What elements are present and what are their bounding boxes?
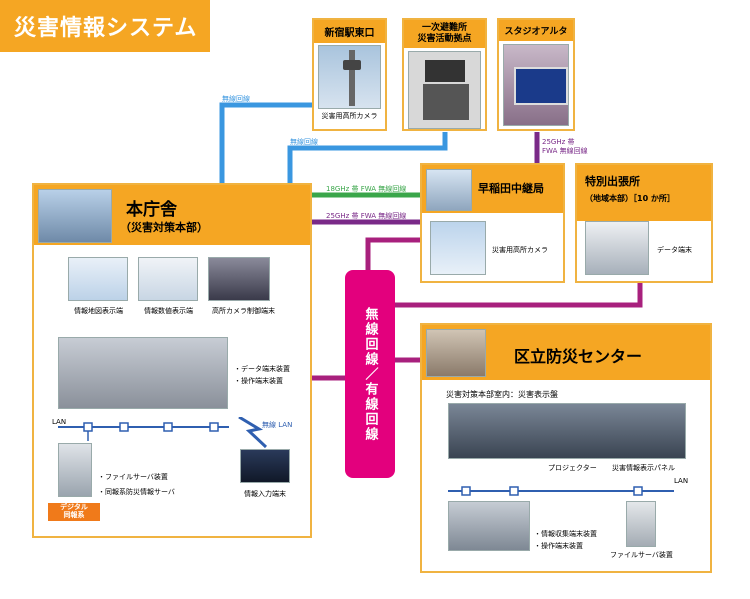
fwa25-label: 25GHz 帯 FWA 無線回線 [326, 212, 407, 220]
fwa18-label: 18GHz 帯 FWA 無線回線 [326, 185, 407, 193]
branch-caption: データ端末 [657, 246, 692, 254]
studio-title: スタジオアルタ [499, 20, 573, 41]
console-note-2: ・操作端末装置 [234, 377, 283, 385]
fwa25b-label: 25GHz 帯 FWA 無線回線 [542, 138, 588, 155]
center-caption-1: プロジェクター [548, 464, 597, 472]
hq-caption-2: 情報数値表示端 [144, 307, 193, 315]
branch-title: 特別出張所 [585, 175, 640, 188]
center-server-caption: ファイルサーバ装置 [610, 551, 673, 559]
hq-building-photo [38, 189, 112, 243]
digital-tag: デジタル 同報系 [48, 503, 100, 521]
hq-lan-label: LAN [52, 418, 67, 426]
shinjuku-title: 新宿駅東口 [314, 20, 385, 43]
wireless-lan-label: 無線 LAN [262, 421, 293, 429]
console-room-photo [58, 337, 228, 409]
center-building-photo [426, 329, 486, 377]
waseda-title: 早稲田中継局 [478, 182, 544, 195]
branch-header: 特別出張所 （地域本部）［10 か所］ [577, 165, 711, 221]
hq-caption-3: 高所カメラ制御端末 [212, 307, 275, 315]
evac-card: 一次避難所 災害活動拠点 [402, 18, 487, 131]
studio-building-photo [503, 44, 569, 126]
evac-title: 一次避難所 災害活動拠点 [404, 20, 485, 48]
server-rack-photo [58, 443, 92, 497]
shinjuku-caption: 災害用高所カメラ [321, 112, 378, 120]
studio-card: スタジオアルタ [497, 18, 575, 131]
network-hub: 無線回線／有線回線 [345, 270, 395, 478]
center-caption-2: 災害情報表示パネル [612, 464, 675, 472]
hq-header: 本庁舎 （災害対策本部） [34, 185, 310, 245]
center-lan-label: LAN [674, 477, 689, 485]
waseda-header: 早稲田中継局 [422, 165, 563, 213]
wireless-link-evac [287, 132, 448, 185]
laptop-caption: 情報入力端末 [244, 490, 286, 498]
hq-subtitle: （災害対策本部） [120, 221, 208, 234]
branch-subtitle: （地域本部）［10 か所］ [585, 194, 675, 203]
console-note-1: ・データ端末装置 [234, 365, 290, 373]
center-lan-diagram [448, 486, 674, 496]
laptop-photo [240, 449, 290, 483]
branch-card: 特別出張所 （地域本部）［10 か所］ データ端末 [575, 163, 713, 283]
center-card: 区立防災センター 災害対策本部室内：災害表示盤 プロジェクター 災害情報表示パネ… [420, 323, 712, 573]
hq-lan-diagram [58, 417, 268, 449]
map-display-photo [68, 257, 128, 301]
hq-caption-1: 情報地図表示端 [74, 307, 123, 315]
data-display-photo [138, 257, 198, 301]
center-display-photo [448, 403, 686, 459]
hq-title: 本庁舎 [126, 200, 177, 220]
camera-control-photo [208, 257, 270, 301]
evac-equipment-photo [408, 51, 481, 129]
camera-pole-photo [318, 45, 381, 109]
center-server-photo [626, 501, 656, 547]
branch-terminal-photo [585, 221, 649, 275]
center-note-1: ・情報収集端末装置 [534, 530, 597, 538]
center-console-photo [448, 501, 530, 551]
hq-card: 本庁舎 （災害対策本部） 情報地図表示端 情報数値表示端 高所カメラ制御端末 ・… [32, 183, 312, 538]
wired-link-branch [395, 283, 643, 308]
center-note-2: ・操作端末装置 [534, 542, 583, 550]
shinjuku-camera-card: 新宿駅東口 災害用高所カメラ [312, 18, 387, 131]
center-room-label: 災害対策本部室内：災害表示盤 [446, 390, 558, 399]
wired-link-waseda [365, 237, 420, 270]
waseda-card: 早稲田中継局 災害用高所カメラ [420, 163, 565, 283]
waseda-building-photo [426, 169, 472, 211]
waseda-caption: 災害用高所カメラ [492, 246, 548, 254]
wireless-label-1: 無線回線 [222, 95, 250, 103]
page-title: 災害情報システム [0, 0, 210, 52]
waseda-camera-photo [430, 221, 486, 275]
wireless-label-2: 無線回線 [290, 138, 318, 146]
center-header: 区立防災センター [422, 325, 710, 380]
server-note-1: ・ファイルサーバ装置 [98, 473, 168, 481]
center-title: 区立防災センター [514, 347, 643, 366]
server-note-2: ・同報系防災情報サーバ [98, 488, 175, 496]
